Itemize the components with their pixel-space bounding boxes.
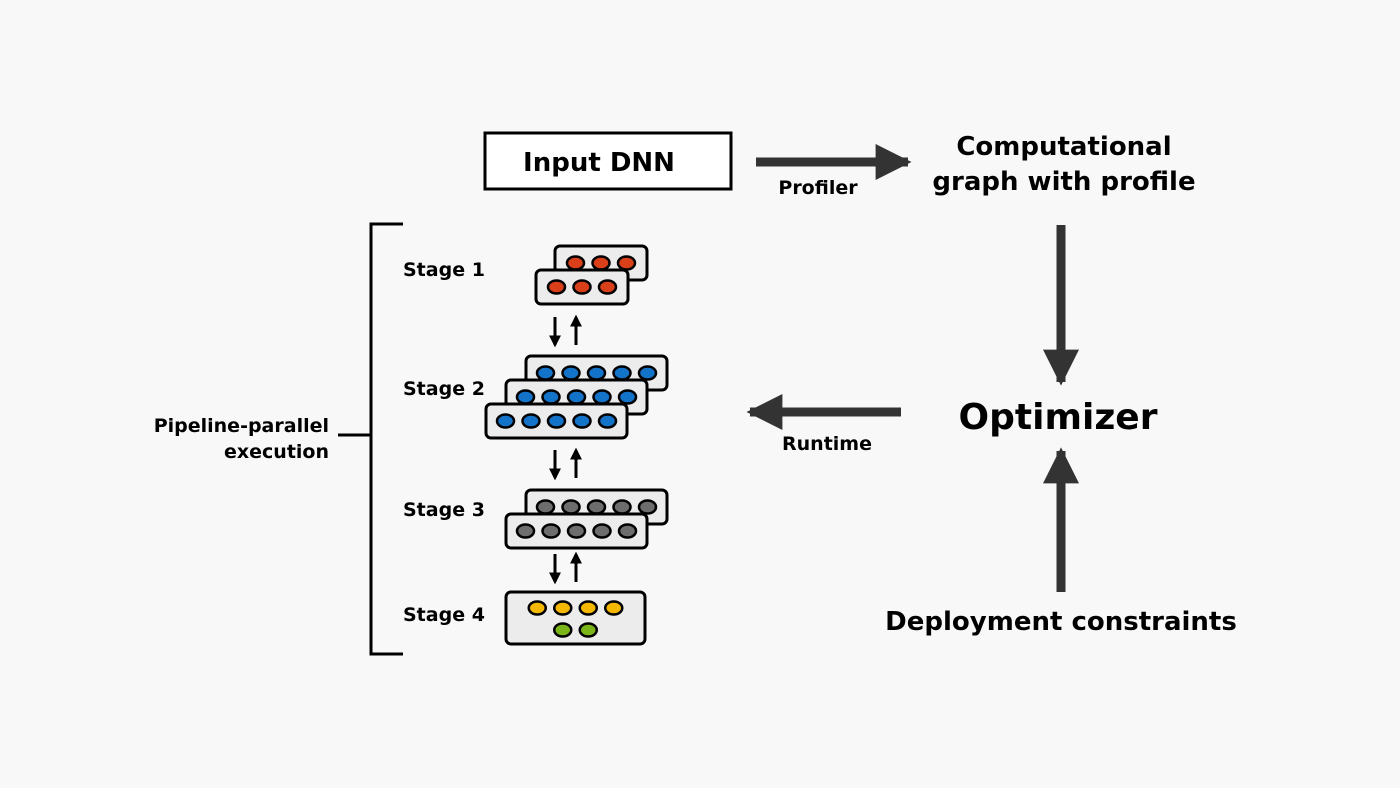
neuron-node [616,255,637,271]
graph-label-line1: Computational [956,132,1171,162]
neuron-node [553,622,573,638]
stage-replica-card [484,402,629,440]
neuron-node [592,389,612,405]
neuron-node [535,365,556,381]
neuron-node [617,523,638,539]
stage-replica-card [534,268,630,306]
neuron-node [566,523,587,539]
neuron-node [515,523,536,539]
neuron-node [515,389,536,405]
stage-2-replicas [484,354,669,440]
pipeline-label-line1: Pipeline-parallel [154,415,329,437]
optimizer-label: Optimizer [959,397,1158,438]
stage-2-label: Stage 2 [403,378,485,400]
stage-1-2-arrows [549,314,582,348]
stage-3-4-arrows [549,551,582,585]
stage-4-replicas [504,590,647,646]
neuron-node [586,365,607,381]
neuron-node [553,600,573,616]
neuron-node [637,499,658,515]
neuron-node [617,389,638,405]
stage-1-replicas [534,244,649,306]
neuron-node [591,255,611,271]
neuron-node [535,499,556,515]
neuron-node [565,255,586,271]
stage-4-label: Stage 4 [403,604,485,626]
profiler-label: Profiler [778,177,858,199]
neuron-node [578,600,598,616]
neuron-node [612,499,632,515]
stage-3-label: Stage 3 [403,499,485,521]
neuron-node [604,600,624,616]
neuron-node [612,365,632,381]
deployment-constraints-label: Deployment constraints [885,607,1237,637]
neuron-node [572,279,592,295]
neuron-node [541,523,561,539]
neuron-node [527,600,547,616]
input-dnn-box: Input DNN [483,131,733,191]
neuron-node [572,413,592,429]
neuron-node [578,622,598,638]
stage-3-replicas [504,488,669,550]
stage-2-3-arrows [549,447,582,481]
neuron-node [561,499,581,515]
neuron-node [546,413,567,429]
neuron-node [597,413,618,429]
graph-label-line2: graph with profile [932,167,1195,197]
neuron-node [566,389,587,405]
stage-replica-card [504,512,649,550]
neuron-node [597,279,618,295]
neuron-node [586,499,607,515]
input-dnn-label: Input DNN [523,148,675,178]
neuron-node [541,389,561,405]
neuron-node [561,365,581,381]
neuron-node [546,279,567,295]
stage-replica-card [504,590,647,646]
stage-1-label: Stage 1 [403,259,485,281]
neuron-node [495,413,516,429]
pipeline-label-line2: execution [224,441,329,463]
neuron-node [592,523,612,539]
neuron-node [521,413,541,429]
pipeline-bracket [369,222,403,656]
neuron-node [637,365,658,381]
runtime-label: Runtime [782,433,872,455]
